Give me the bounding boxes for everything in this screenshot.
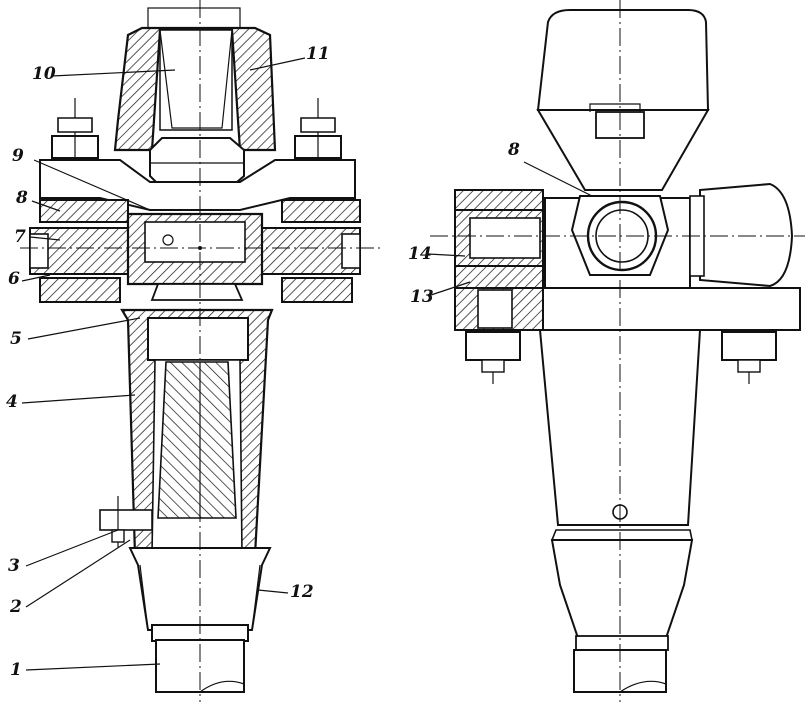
left-flange-bolt — [465, 331, 521, 384]
callout-13: 13 — [410, 287, 434, 307]
lower-left-plate — [39, 277, 121, 303]
top-cover — [536, 9, 710, 111]
yoke — [39, 159, 356, 211]
callout-4: 4 — [6, 392, 18, 412]
callout-7: 7 — [14, 227, 26, 247]
callout-3: 3 — [8, 556, 20, 576]
left-stud — [51, 98, 99, 160]
callout-1: 1 — [10, 660, 22, 680]
grease-fitting — [99, 496, 153, 548]
leader-lines-right — [427, 161, 593, 297]
upper-shaft — [147, 7, 241, 31]
callout-12: 12 — [290, 582, 314, 602]
top-cover-taper — [536, 109, 710, 191]
central-cavity — [144, 221, 246, 263]
right-boot — [550, 539, 694, 639]
inner-piston — [157, 361, 237, 519]
callout-10: 10 — [32, 64, 56, 84]
leader-lines-left — [21, 57, 306, 671]
right-flange-bolt — [721, 331, 777, 384]
callout-9: 9 — [12, 146, 24, 166]
cavity-mark — [162, 234, 174, 246]
callout-11: 11 — [306, 44, 330, 64]
connector-plate — [150, 283, 244, 301]
upper-housing — [113, 26, 277, 152]
right-stud — [294, 98, 342, 160]
callout-2: 2 — [10, 597, 22, 617]
upper-left-plate — [39, 199, 129, 223]
callout-5: 5 — [10, 329, 22, 349]
left-section-view — [20, 0, 380, 702]
callout-8-right: 8 — [508, 140, 520, 160]
left-cap-bottom — [454, 265, 544, 289]
left-cap-top — [454, 189, 544, 211]
right-exterior-view — [427, 0, 805, 702]
callout-14: 14 — [408, 244, 432, 264]
upper-right-plate — [281, 199, 361, 223]
right-cap — [699, 182, 794, 288]
lower-right-plate — [281, 277, 353, 303]
callout-8-left: 8 — [16, 188, 28, 208]
callout-6: 6 — [8, 269, 20, 289]
